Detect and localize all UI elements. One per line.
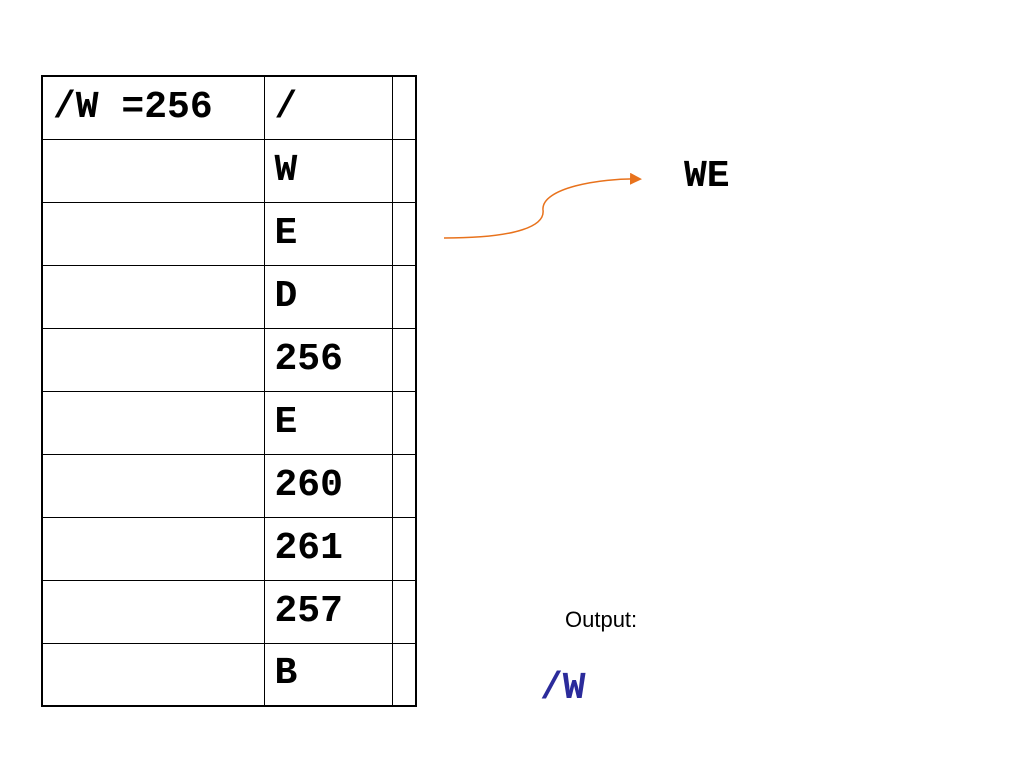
dictionary-cell: /W =256 [41,75,265,140]
table-row: 256 [41,327,417,392]
empty-cell [391,201,417,266]
input-code-cell: 256 [263,327,393,392]
table-row: D [41,264,417,329]
input-code-cell: E [263,390,393,455]
empty-cell [391,138,417,203]
table-row: W [41,138,417,203]
input-code-cell: 261 [263,516,393,581]
output-label: Output: [565,607,638,632]
current-string: WE [684,155,730,198]
curved-arrow [443,172,642,239]
table-row: B [41,642,417,707]
empty-cell [391,516,417,581]
empty-cell [391,75,417,140]
dictionary-cell [41,138,265,203]
table-row: 261 [41,516,417,581]
dictionary-cell [41,453,265,518]
input-code-cell: 257 [263,579,393,644]
table-row: 257 [41,579,417,644]
table-row: 260 [41,453,417,518]
empty-cell [391,390,417,455]
table-row: E [41,390,417,455]
input-code-cell: W [263,138,393,203]
empty-cell [391,453,417,518]
empty-cell [391,264,417,329]
table-row: E [41,201,417,266]
input-code-cell: / [263,75,393,140]
empty-cell [391,327,417,392]
input-code-cell: B [263,642,393,707]
table-row: /W =256/ [41,75,417,140]
dictionary-cell [41,327,265,392]
empty-cell [391,642,417,707]
dictionary-cell [41,642,265,707]
dictionary-cell [41,264,265,329]
empty-cell [391,579,417,644]
output-value: /W [540,667,586,710]
input-code-cell: 260 [263,453,393,518]
dictionary-cell [41,579,265,644]
input-code-cell: E [263,201,393,266]
dictionary-cell [41,390,265,455]
dictionary-cell [41,201,265,266]
dictionary-cell [41,516,265,581]
input-code-cell: D [263,264,393,329]
